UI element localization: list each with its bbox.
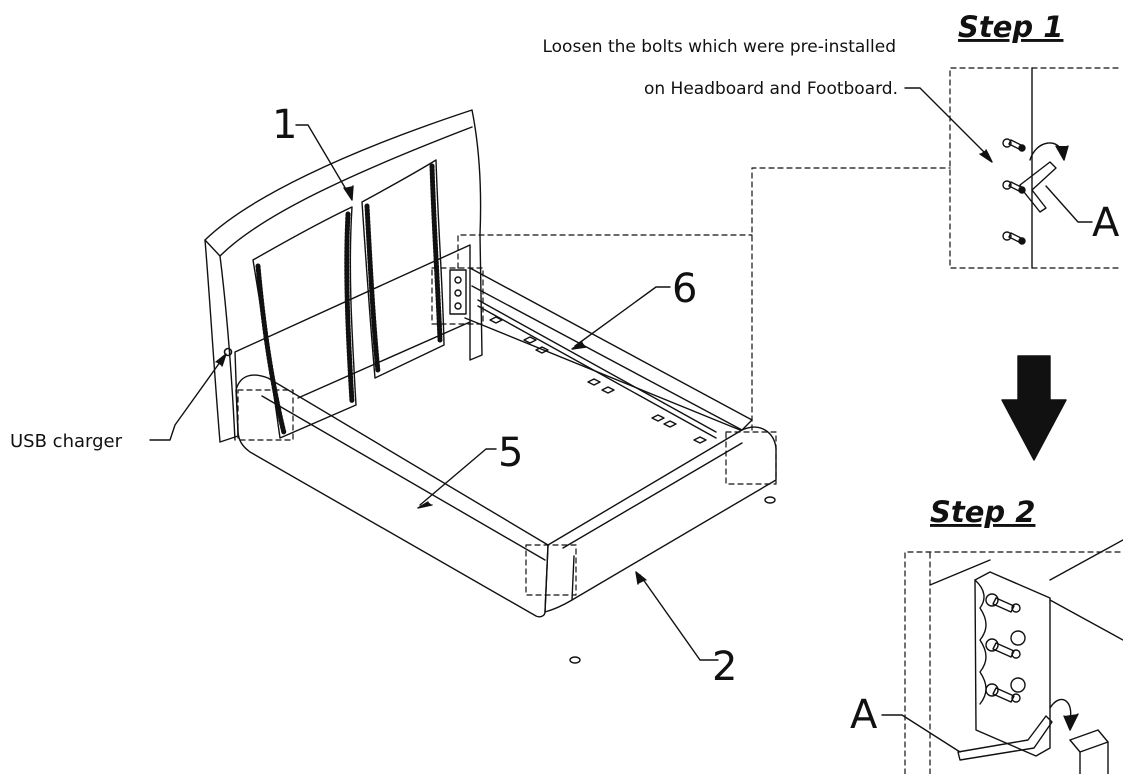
allen-key-icon	[957, 715, 1053, 761]
instruction-line-1: Loosen the bolts which were pre-installe…	[542, 37, 896, 57]
bracket-plate	[974, 571, 1051, 757]
instruction-line-2: on Headboard and Footboard.	[644, 79, 898, 99]
headboard	[204, 109, 483, 443]
bed-frame	[235, 267, 777, 664]
bolt-icon	[985, 593, 1021, 613]
callout-1: 1	[272, 102, 297, 148]
rotate-arrow-icon	[1029, 142, 1063, 161]
bolt-icon	[1002, 231, 1026, 245]
step2-detail-frame	[904, 551, 1123, 774]
usb-charger-label: USB charger	[10, 431, 123, 452]
step2-title: Step 2	[930, 495, 1035, 529]
step1-detail-frame	[949, 67, 1119, 269]
bolt-icon	[985, 638, 1021, 659]
callout-a-step1: A	[1092, 200, 1120, 246]
step2-detail	[881, 539, 1123, 774]
step1-title: Step 1	[958, 10, 1063, 44]
foot	[764, 496, 776, 504]
slat-blocks	[489, 316, 707, 444]
foot	[569, 656, 581, 664]
leaders	[149, 87, 993, 661]
bolt-icon	[985, 683, 1021, 703]
detail-markers	[237, 67, 1123, 774]
bolt-icon	[1002, 138, 1026, 152]
step1-detail	[1002, 67, 1093, 269]
allen-key-icon	[1019, 161, 1057, 213]
callout-6: 6	[672, 266, 697, 312]
headboard-panel-left	[252, 206, 357, 439]
headboard-panel-right	[361, 159, 445, 379]
callout-5: 5	[498, 430, 523, 476]
usb-port-icon	[223, 347, 233, 357]
callout-2: 2	[712, 644, 737, 690]
callout-a-step2: A	[850, 692, 878, 738]
arrow-down-icon	[1001, 355, 1067, 461]
